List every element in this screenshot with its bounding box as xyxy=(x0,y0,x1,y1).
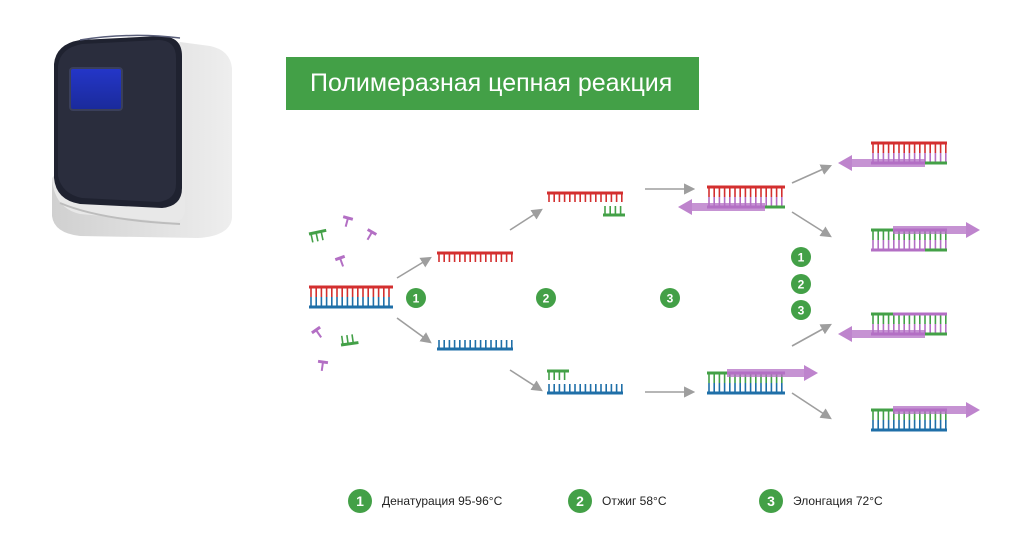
primer-green xyxy=(603,206,625,217)
step-badge: 3 xyxy=(791,300,811,320)
arrow-icon xyxy=(791,164,833,184)
arrow-icon xyxy=(791,323,832,347)
legend-elongation: 3 Элонгация 72°C xyxy=(759,488,883,514)
nucleotide-icon xyxy=(334,254,346,267)
primer-icon xyxy=(340,334,359,347)
single-strand-red xyxy=(437,251,513,262)
arrow-icon xyxy=(791,211,832,238)
arrow-icon xyxy=(791,392,832,420)
primer-icon xyxy=(308,228,327,243)
svg-text:3: 3 xyxy=(798,304,805,318)
svg-text:2: 2 xyxy=(798,278,805,292)
template-duplex xyxy=(309,285,393,309)
nucleotide-icon xyxy=(311,325,322,338)
page-title: Полимеразная цепная реакция xyxy=(286,57,699,110)
extension-arrow xyxy=(727,365,818,381)
extension-arrow xyxy=(678,199,765,215)
step-badge: 3 xyxy=(759,489,783,513)
nucleotide-icon xyxy=(366,228,378,241)
step-badge: 1 xyxy=(791,247,811,267)
svg-text:1: 1 xyxy=(798,251,805,265)
legend-label: Элонгация 72°C xyxy=(793,494,883,508)
strand-blue xyxy=(547,384,623,395)
primer-green xyxy=(547,369,569,380)
nucleotide-icon xyxy=(317,359,329,372)
legend-denaturation: 1 Денатурация 95-96°C xyxy=(348,488,502,514)
step-badge: 3 xyxy=(660,288,680,308)
step-badge: 1 xyxy=(348,489,372,513)
extension-arrow xyxy=(838,155,925,171)
svg-text:2: 2 xyxy=(543,292,550,306)
arrow-icon xyxy=(396,256,432,279)
elongated-duplex-bottom xyxy=(707,371,785,395)
arrow-icon xyxy=(396,317,432,344)
thermocycler-icon xyxy=(52,34,232,238)
legend-label: Отжиг 58°C xyxy=(602,494,667,508)
extension-arrow xyxy=(893,222,980,238)
svg-text:1: 1 xyxy=(413,292,420,306)
svg-text:3: 3 xyxy=(667,292,674,306)
extension-arrow xyxy=(838,326,925,342)
nucleotide-icon xyxy=(342,215,354,227)
step-badge: 2 xyxy=(568,489,592,513)
step-badge: 1 xyxy=(406,288,426,308)
extension-arrow xyxy=(893,402,980,418)
single-strand-blue xyxy=(437,340,513,351)
legend-annealing: 2 Отжиг 58°C xyxy=(568,488,666,514)
legend-label: Денатурация 95-96°C xyxy=(382,494,503,508)
step-badge: 2 xyxy=(791,274,811,294)
step-badge: 2 xyxy=(536,288,556,308)
arrow-icon xyxy=(509,369,543,392)
arrow-icon xyxy=(509,208,543,231)
strand-red xyxy=(547,191,623,202)
